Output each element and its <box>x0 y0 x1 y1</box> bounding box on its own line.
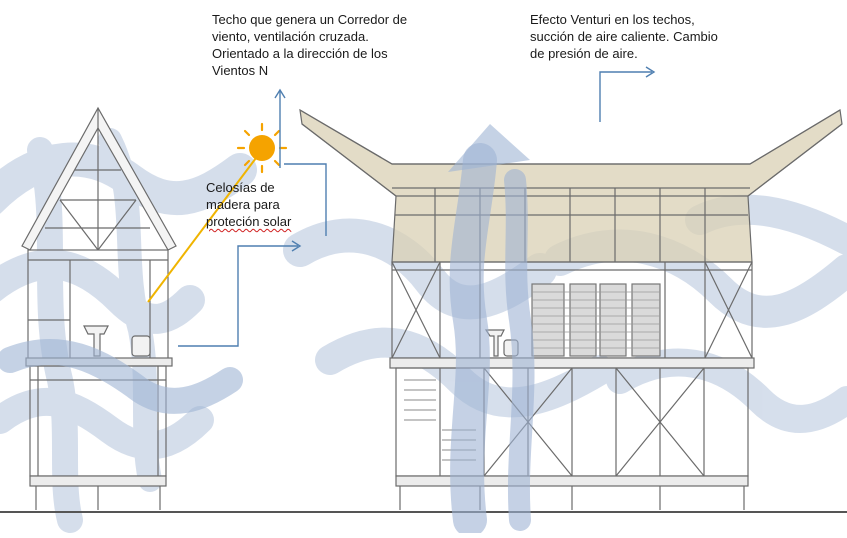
wood-louvers <box>531 283 661 357</box>
wind-band <box>504 169 535 531</box>
washbasin <box>484 329 505 357</box>
wind-flow-arrows <box>0 143 535 537</box>
annotation-line: Vientos N <box>212 63 269 78</box>
updraft-arrowhead <box>448 124 530 172</box>
annotation-line: Celosías de <box>206 180 275 195</box>
wind-band <box>606 348 847 433</box>
annotation-line: Efecto Venturi en los techos, <box>530 12 695 27</box>
annotation-line: de presión de aire. <box>530 46 638 61</box>
annotation-lattice: Celosías de madera para proteción solar <box>206 179 291 230</box>
wind-band <box>98 128 162 492</box>
leader-lattice <box>178 245 298 347</box>
wind-band <box>0 339 243 414</box>
toilet <box>131 335 151 357</box>
wind-band <box>0 387 214 460</box>
sun-ray-beam <box>147 149 263 303</box>
annotation-line: Orientado a la dirección de los <box>212 46 388 61</box>
wind-band <box>283 218 557 320</box>
annotation-venturi: Efecto Venturi en los techos, succión de… <box>530 11 718 62</box>
wind-band <box>449 143 497 537</box>
leader-venturi <box>599 71 652 122</box>
sun-icon <box>147 122 288 303</box>
leader-roof-link <box>284 163 327 236</box>
annotation-line: viento, ventilación cruzada. <box>212 29 369 44</box>
annotation-line: succión de aire caliente. Cambio <box>530 29 718 44</box>
annotation-line: proteción solar <box>206 214 292 229</box>
annotation-roof-corridor: Techo que genera un Corredor de viento, … <box>212 11 407 79</box>
annotation-line: Techo que genera un Corredor de <box>212 12 408 27</box>
annotation-leaders <box>178 66 656 347</box>
annotation-line: madera para <box>206 197 280 212</box>
